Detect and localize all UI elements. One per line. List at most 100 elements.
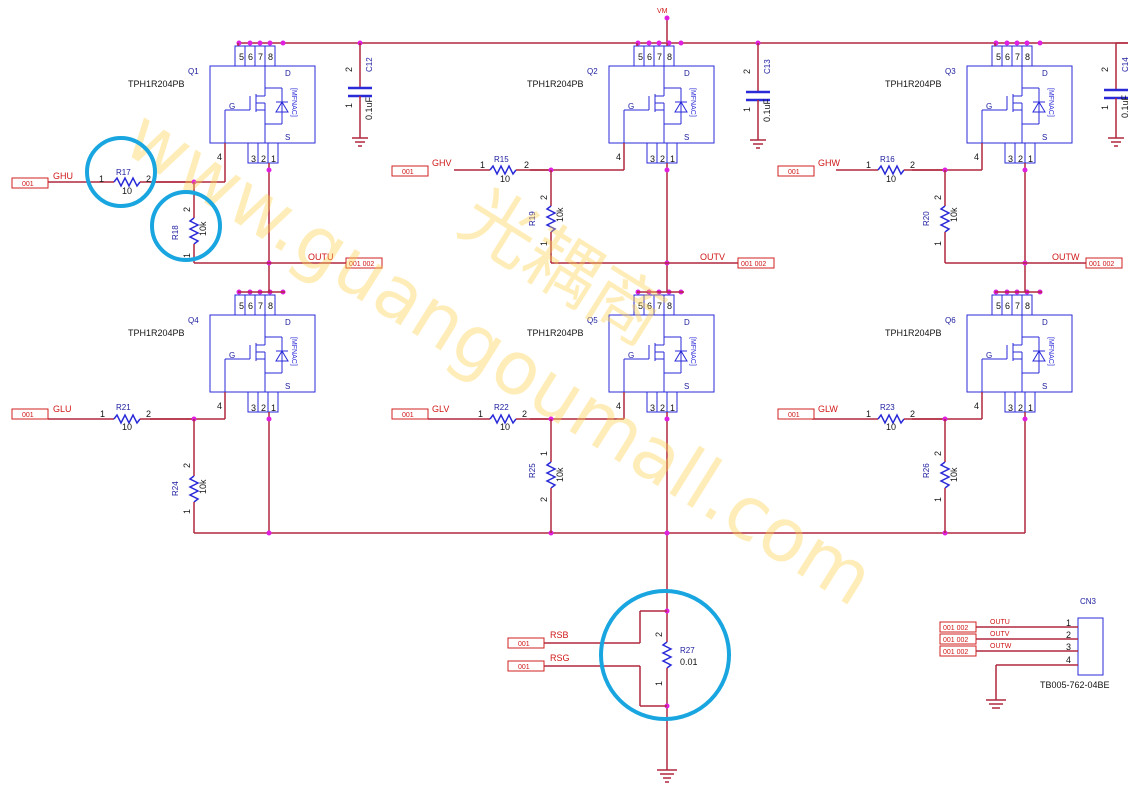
q4-part: TPH1R204PB [128, 328, 185, 338]
svg-text:G: G [986, 102, 992, 111]
capacitor-c13: 2 1 C13 0.1uF [742, 40, 772, 149]
svg-text:8: 8 [1025, 52, 1030, 62]
svg-text:5: 5 [996, 301, 1001, 311]
svg-text:S: S [684, 133, 689, 142]
svg-text:2: 2 [146, 409, 151, 419]
svg-text:S: S [1042, 133, 1047, 142]
svg-text:6: 6 [647, 301, 652, 311]
mosfet-q2: 5 6 7 8 3 2 1 4 D S G [MFNAC] Q2 TPH1R20… [527, 40, 715, 164]
q2-part: TPH1R204PB [527, 79, 584, 89]
svg-text:001 002: 001 002 [943, 625, 968, 632]
svg-text:3: 3 [251, 403, 256, 413]
connector-cn3: CN3 001 002 001 002 001 002 OUTU OUTV OU… [939, 597, 1110, 709]
net-ghw: 001 GHW [777, 158, 841, 177]
svg-text:2: 2 [182, 207, 192, 212]
svg-text:1: 1 [742, 107, 752, 112]
svg-text:5: 5 [239, 52, 244, 62]
svg-text:001: 001 [518, 664, 530, 671]
resistor-r22: 1 2 R22 10 [428, 403, 554, 432]
svg-text:8: 8 [667, 52, 672, 62]
svg-text:4: 4 [217, 152, 222, 162]
svg-text:2: 2 [742, 69, 752, 74]
vm-label: VM [657, 8, 668, 15]
svg-text:2: 2 [660, 154, 665, 164]
mosfet-q5: 5 6 7 8 3 2 1 4 D S G [MFNAC] Q5 TPH1R20… [527, 289, 715, 413]
q4-ref: Q4 [188, 316, 199, 325]
svg-text:1: 1 [271, 154, 276, 164]
svg-text:2: 2 [344, 67, 354, 72]
svg-text:001: 001 [788, 412, 800, 419]
resistor-r27: 2 1 R27 0.01 [572, 600, 698, 783]
net-outv: OUTV 001 002 [700, 252, 775, 269]
svg-text:GLW: GLW [818, 404, 838, 414]
svg-text:6: 6 [1005, 301, 1010, 311]
svg-text:4: 4 [974, 152, 979, 162]
resistor-r21: 1 2 R21 10 [48, 403, 197, 432]
svg-text:001 002: 001 002 [1089, 261, 1114, 268]
svg-text:R22: R22 [494, 403, 509, 412]
svg-text:10k: 10k [949, 467, 959, 482]
svg-text:G: G [229, 102, 235, 111]
svg-text:001: 001 [402, 412, 414, 419]
svg-text:4: 4 [974, 401, 979, 411]
svg-text:D: D [1042, 69, 1048, 78]
c12-ref: C12 [365, 57, 374, 72]
highlight-circle-r17 [85, 136, 157, 208]
svg-text:4: 4 [616, 152, 621, 162]
svg-text:5: 5 [239, 301, 244, 311]
svg-text:OUTV: OUTV [700, 252, 725, 262]
svg-text:1: 1 [866, 160, 871, 170]
net-rsb: 001 RSB [507, 630, 572, 649]
svg-text:001 002: 001 002 [741, 261, 766, 268]
q5-ref: Q5 [587, 316, 598, 325]
svg-text:7: 7 [1015, 52, 1020, 62]
svg-text:2: 2 [524, 160, 529, 170]
resistor-r20: 2 1 R20 10k [922, 170, 959, 263]
c14-value: 0.1uF [1120, 94, 1130, 118]
svg-text:1: 1 [539, 241, 549, 246]
svg-text:2: 2 [1066, 630, 1071, 640]
svg-text:OUTW: OUTW [1052, 252, 1080, 262]
svg-text:3: 3 [251, 154, 256, 164]
svg-text:3: 3 [1066, 642, 1071, 652]
svg-text:001 002: 001 002 [349, 261, 374, 268]
svg-text:2: 2 [539, 497, 549, 502]
net-outu: OUTU 001 002 [308, 252, 383, 269]
q1-ref: Q1 [188, 67, 199, 76]
svg-text:10k: 10k [555, 207, 565, 222]
svg-text:R17: R17 [116, 168, 131, 177]
svg-text:6: 6 [647, 52, 652, 62]
svg-text:R24: R24 [171, 481, 180, 496]
svg-text:www.guangoumall.com: www.guangoumall.com [110, 92, 888, 623]
svg-text:7: 7 [657, 52, 662, 62]
svg-text:2: 2 [933, 451, 943, 456]
highlight-annotations [85, 136, 731, 721]
svg-text:2: 2 [261, 403, 266, 413]
svg-text:10k: 10k [198, 221, 208, 236]
svg-text:10: 10 [500, 422, 510, 432]
svg-text:R15: R15 [494, 155, 509, 164]
svg-text:S: S [1042, 382, 1047, 391]
resistor-r16: 1 2 R16 10 [836, 155, 948, 184]
svg-text:[MFNAC]: [MFNAC] [689, 88, 696, 117]
svg-text:2: 2 [1018, 154, 1023, 164]
svg-text:2: 2 [933, 195, 943, 200]
svg-text:2: 2 [182, 463, 192, 468]
svg-text:CN3: CN3 [1080, 597, 1097, 606]
svg-text:1: 1 [478, 409, 483, 419]
svg-text:5: 5 [638, 301, 643, 311]
svg-text:OUTV: OUTV [990, 631, 1010, 638]
phase-w-wiring [912, 143, 1086, 292]
svg-text:6: 6 [1005, 52, 1010, 62]
svg-text:10: 10 [122, 422, 132, 432]
svg-text:R16: R16 [880, 155, 895, 164]
svg-text:1: 1 [1066, 618, 1071, 628]
svg-text:OUTW: OUTW [990, 643, 1012, 650]
svg-text:001: 001 [788, 169, 800, 176]
svg-text:10: 10 [122, 186, 132, 196]
svg-text:[MFNAC]: [MFNAC] [290, 337, 297, 366]
resistor-r23: 1 2 R23 10 [812, 403, 948, 432]
highlight-circle-r27 [599, 589, 731, 721]
svg-text:6: 6 [248, 52, 253, 62]
